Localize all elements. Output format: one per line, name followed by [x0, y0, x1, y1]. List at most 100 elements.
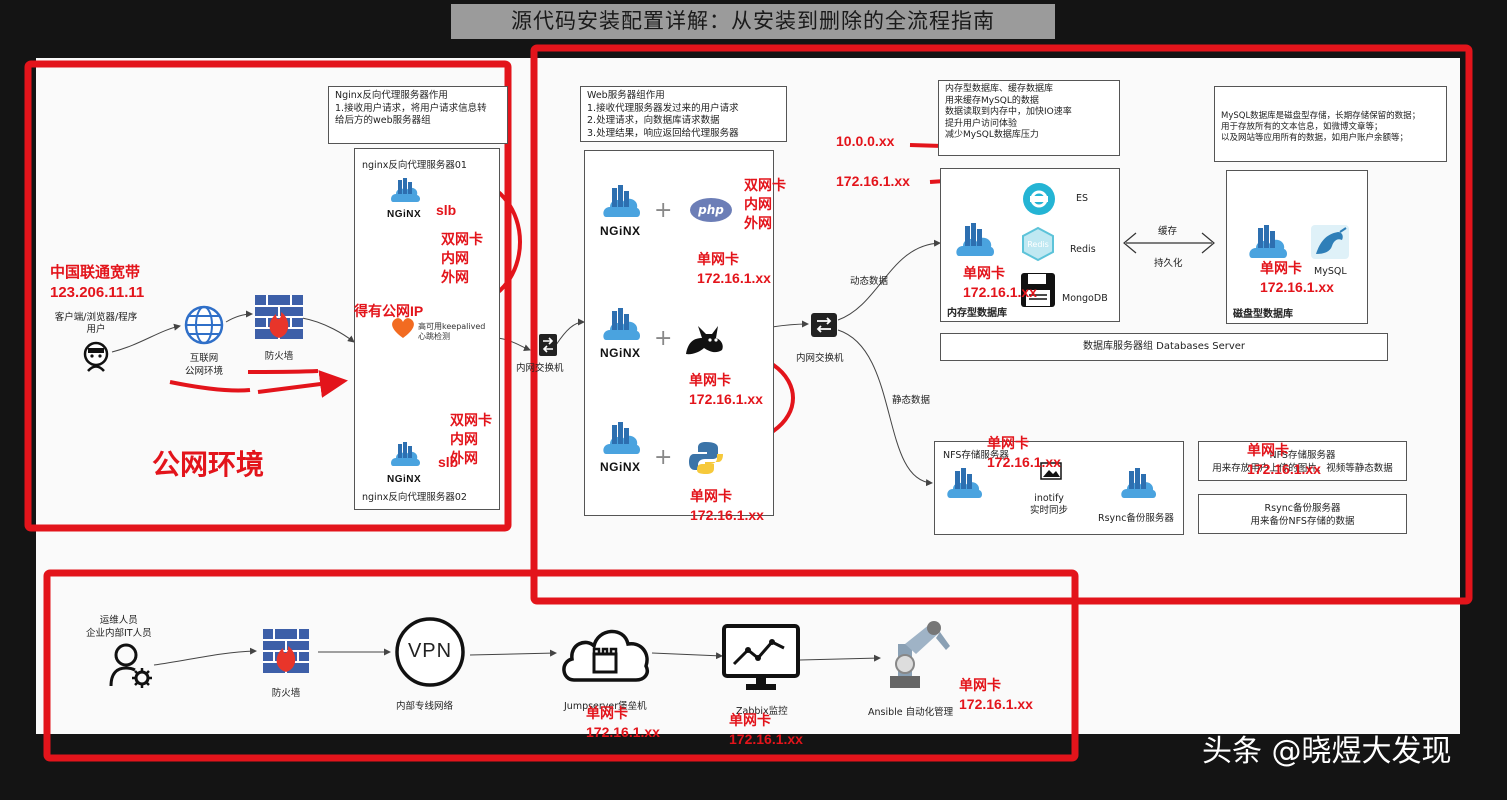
- python-icon: [688, 440, 724, 476]
- jumpserver-nic-label: 单网卡 172.16.1.xx: [586, 705, 660, 740]
- rsync-note: Rsync备份服务器 用来备份NFS存储的数据: [1198, 494, 1407, 534]
- db-group-bar: 数据库服务器组 Databases Server: [940, 333, 1388, 361]
- memory-db-nic-label: 单网卡 172.16.1.xx: [963, 265, 1037, 300]
- internet-globe-icon: [183, 304, 225, 346]
- web1-nginx-logo: NGiNX: [600, 224, 641, 238]
- public-zone-frame: [24, 60, 512, 532]
- public-ip-note: 得有公网IP: [354, 303, 424, 319]
- redis-icon: Redis: [1020, 226, 1056, 262]
- client-label: 客户端/浏览器/程序 用户: [54, 312, 138, 335]
- proxy02-title: nginx反向代理服务器02: [362, 492, 467, 503]
- memory-db-title: 内存型数据库: [947, 308, 1007, 319]
- svg-text:Redis: Redis: [1027, 240, 1049, 249]
- proxy-group-box: [354, 148, 500, 510]
- page-title: 源代码安装配置详解：从安装到删除的全流程指南: [451, 4, 1055, 39]
- zabbix-label: Zabbix监控: [736, 706, 788, 717]
- switch2-icon: [810, 312, 838, 338]
- web3-server-icon: [602, 420, 640, 456]
- public-zone-title: 公网环境: [152, 449, 265, 480]
- switch1-icon: [538, 333, 558, 357]
- mysql-note: MySQL数据库是磁盘型存储，长期存储保留的数据； 用于存放所有的文本信息，如微…: [1214, 86, 1447, 162]
- mysql-label: MySQL: [1314, 266, 1347, 277]
- cache-label: 缓存: [1158, 226, 1178, 237]
- arrow-client-internet: [111, 323, 181, 353]
- ops-firewall-icon: [262, 628, 310, 674]
- zabbix-monitor-icon: [722, 624, 800, 692]
- user-icon: [80, 340, 112, 372]
- web-nic-label-a: 单网卡 172.16.1.xx: [697, 251, 771, 286]
- web-nic-label-b: 单网卡 172.16.1.xx: [689, 372, 763, 407]
- disk-db-nic-label: 单网卡 172.16.1.xx: [1260, 260, 1334, 295]
- vpn-label: 内部专线网络: [396, 701, 454, 712]
- nfs-note: NFS存储服务器 用来存放用户上传的图片、视频等静态数据: [1198, 441, 1407, 481]
- ops-label: 运维人员 企业内部IT人员: [86, 615, 152, 639]
- rsync-server-icon: [1120, 466, 1156, 500]
- web-group-note: Web服务器组作用 1.接收代理服务器发过来的用户请求 2.处理请求，向数据库请…: [580, 86, 787, 142]
- vpn-icon: [394, 616, 466, 688]
- jumpserver-cloud-icon: [558, 622, 652, 684]
- ansible-nic-label: 单网卡 172.16.1.xx: [959, 677, 1033, 712]
- switch1-label: 内网交换机: [516, 363, 564, 374]
- mysql-dolphin-icon: [1310, 224, 1350, 260]
- web3-nginx-logo: NGiNX: [600, 460, 641, 474]
- web2-server-icon: [602, 306, 640, 342]
- proxy01-server-icon: [390, 176, 420, 204]
- heart-icon: [390, 316, 416, 340]
- arrow-proxy-switch: [497, 337, 531, 352]
- proxy01-nginx-logo: NGiNX: [387, 209, 422, 220]
- static-data-label: 静态数据: [892, 395, 931, 406]
- arrow-internet-firewall: [225, 310, 253, 323]
- internal-zone-frame: [530, 44, 1473, 605]
- mongodb-label: MongoDB: [1062, 293, 1108, 304]
- internet-label: 互联网 公网环境: [184, 353, 223, 377]
- web-dual-nic-label: 双网卡 内网 外网: [744, 177, 786, 231]
- firewall-icon: [254, 294, 304, 340]
- dynamic-data-label: 动态数据: [850, 276, 889, 287]
- dual-nic-label-2: 双网卡 内网 外网: [450, 412, 492, 466]
- arrow-vpn-jump: [469, 649, 557, 657]
- proxy02-nginx-logo: NGiNX: [387, 474, 422, 485]
- ansible-label: Ansible 自动化管理: [868, 707, 954, 718]
- image-file-icon: [1040, 462, 1062, 480]
- ops-user-gear-icon: [108, 642, 154, 688]
- php-icon: php: [690, 198, 732, 222]
- jumpserver-label: Jumpserver堡垒机: [564, 701, 647, 712]
- proxy02-server-icon: [390, 440, 420, 468]
- nginx-proxy-note: Nginx反向代理服务器作用 1.接收用户请求，将用户请求信息转 给后方的web…: [328, 86, 508, 144]
- arrow-web-switch2: [771, 320, 809, 328]
- redis-label: Redis: [1070, 244, 1096, 255]
- switch2-label: 内网交换机: [796, 353, 844, 364]
- isp-label: 中国联通宽带: [50, 264, 141, 281]
- rsync-label: Rsync备份服务器: [1098, 513, 1174, 524]
- ops-firewall-label: 防火墙: [271, 688, 301, 699]
- public-ip-label: 123.206.11.11: [50, 284, 145, 301]
- arrow-firewall-proxy: [301, 317, 355, 343]
- plus-icon: +: [654, 198, 673, 223]
- es-label: ES: [1076, 193, 1089, 204]
- plus-icon: +: [654, 445, 673, 470]
- arrow-static: [837, 329, 933, 487]
- disk-db-title: 磁盘型数据库: [1233, 309, 1293, 320]
- tomcat-icon: [682, 322, 726, 356]
- arrow-switch-web: [555, 318, 585, 346]
- ansible-robot-arm-icon: [884, 614, 962, 692]
- inotify-label: inotify 实时同步: [1030, 493, 1069, 516]
- arrow-zabbix-ansible: [799, 654, 881, 662]
- arrow-dynamic: [837, 239, 941, 321]
- proxy01-title: nginx反向代理服务器01: [362, 160, 467, 171]
- watermark: 头条 @晓煜大发现: [1202, 734, 1452, 769]
- arrow-jump-zabbix: [651, 652, 723, 660]
- web-nic-label-c: 单网卡 172.16.1.xx: [690, 488, 764, 523]
- persist-label: 持久化: [1154, 258, 1183, 269]
- dual-nic-label-1: 双网卡 内网 外网: [441, 231, 483, 285]
- nfs-server-icon: [946, 466, 982, 500]
- nfs-title: NFS存储服务器: [943, 450, 1009, 461]
- slb-label-1: slb: [436, 202, 457, 218]
- disk-db-server-icon: [1248, 222, 1288, 260]
- plus-icon: +: [654, 326, 673, 351]
- zabbix-nic-label: 单网卡 172.16.1.xx: [729, 712, 803, 747]
- ip-label-172: 172.16.1.xx: [836, 173, 910, 189]
- vpn-text: VPN: [407, 640, 453, 662]
- memory-db-server-icon: [955, 220, 995, 258]
- ops-zone-frame: [43, 569, 1079, 762]
